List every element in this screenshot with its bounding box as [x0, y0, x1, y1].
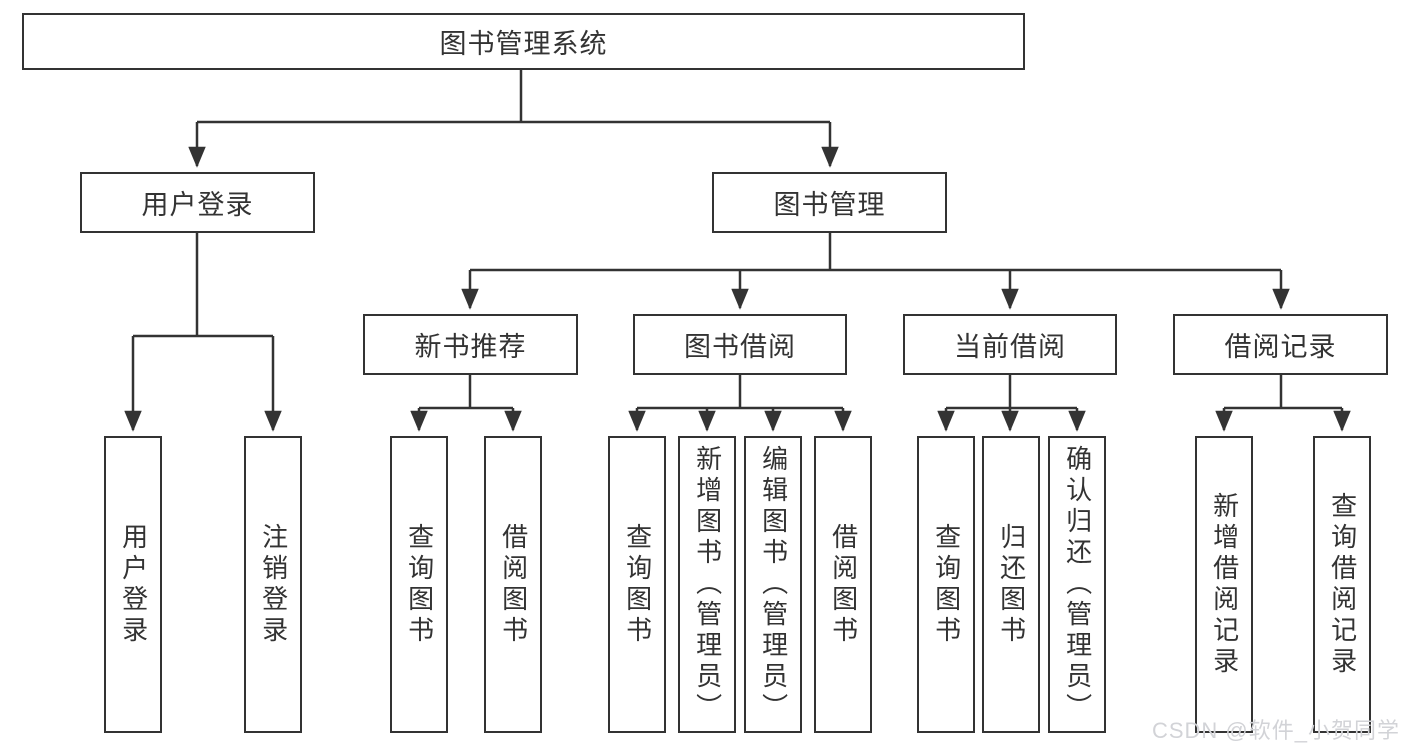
leaf-label: 用户登录 [118, 522, 149, 647]
leaf-label: 确认归还（管理员） [1062, 445, 1093, 724]
leaf-return-books: 归还图书 [982, 436, 1040, 733]
node-book-management: 图书管理 [712, 172, 947, 233]
node-book-borrowing: 图书借阅 [633, 314, 847, 375]
leaf-label: 查询借阅记录 [1327, 491, 1358, 678]
node-label: 当前借阅 [954, 332, 1066, 362]
leaf-borrow-books-recommend: 借阅图书 [484, 436, 542, 733]
leaf-label: 新增图书（管理员） [692, 445, 723, 724]
leaf-label: 借阅图书 [498, 522, 529, 647]
leaf-label: 查询图书 [931, 522, 962, 647]
node-label: 图书管理系统 [439, 29, 608, 59]
node-new-book-recommend: 新书推荐 [363, 314, 578, 375]
leaf-query-books-recommend: 查询图书 [390, 436, 448, 733]
leaf-label: 查询图书 [404, 522, 435, 647]
leaf-label: 查询图书 [622, 522, 653, 647]
node-current-borrowing: 当前借阅 [903, 314, 1117, 375]
node-label: 借阅记录 [1224, 332, 1337, 362]
leaf-label: 编辑图书（管理员） [758, 445, 789, 724]
node-label: 用户登录 [141, 190, 254, 220]
leaf-label: 归还图书 [996, 522, 1027, 647]
leaf-query-books-borrowing: 查询图书 [608, 436, 666, 733]
node-root-system: 图书管理系统 [22, 13, 1025, 70]
node-label: 新书推荐 [414, 332, 527, 362]
leaf-confirm-return-admin: 确认归还（管理员） [1048, 436, 1106, 733]
leaf-label: 新增借阅记录 [1209, 491, 1240, 678]
leaf-label: 借阅图书 [828, 522, 859, 647]
leaf-query-books-current: 查询图书 [917, 436, 975, 733]
leaf-logout: 注销登录 [244, 436, 302, 733]
leaf-add-book-admin: 新增图书（管理员） [678, 436, 736, 733]
leaf-add-borrow-record: 新增借阅记录 [1195, 436, 1253, 733]
leaf-label: 注销登录 [258, 522, 289, 647]
node-label: 图书管理 [773, 190, 886, 220]
leaf-query-borrow-record: 查询借阅记录 [1313, 436, 1371, 733]
node-label: 图书借阅 [684, 332, 796, 362]
node-user-login: 用户登录 [80, 172, 315, 233]
leaf-edit-book-admin: 编辑图书（管理员） [744, 436, 802, 733]
leaf-borrow-books: 借阅图书 [814, 436, 872, 733]
leaf-user-login: 用户登录 [104, 436, 162, 733]
csdn-watermark: CSDN @软件_小贺同学 [1151, 718, 1400, 743]
node-borrow-records: 借阅记录 [1173, 314, 1388, 375]
